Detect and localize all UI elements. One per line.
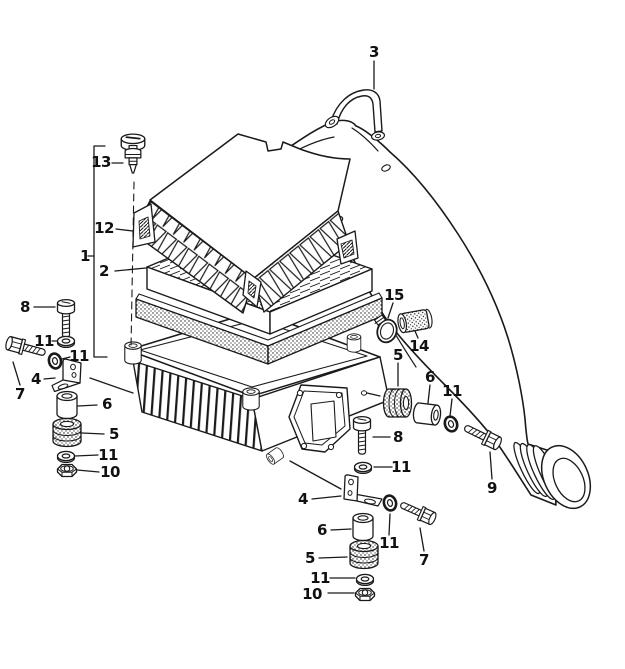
bolt-7-bottom xyxy=(397,497,439,527)
bolt-8-right xyxy=(352,415,372,455)
housing-bracket-plate xyxy=(288,384,351,453)
callout-4a: 4 xyxy=(31,370,41,388)
washer-11-left-b xyxy=(45,350,65,372)
callout-8a: 8 xyxy=(20,298,30,316)
callout-2: 2 xyxy=(99,262,109,280)
cover-right-bracket xyxy=(336,230,359,265)
callout-5c: 5 xyxy=(305,549,315,567)
hose-14 xyxy=(397,308,433,334)
mount-5-bottom xyxy=(349,539,379,570)
callout-5a: 5 xyxy=(109,425,119,443)
centerline-dashed xyxy=(130,181,135,349)
sleeve-6-right xyxy=(411,401,443,427)
washer-11-right xyxy=(441,413,461,435)
hose-clamp-15 xyxy=(374,314,398,344)
housing-corner-post xyxy=(242,387,260,411)
washer-11-bottom-b xyxy=(355,573,375,587)
housing-corner-post xyxy=(124,341,142,365)
bracket-4-bottom xyxy=(343,474,383,507)
callout-1: 1 xyxy=(80,247,90,265)
callout-6a: 6 xyxy=(102,395,112,413)
callout-11b: 11 xyxy=(69,347,89,365)
sleeve-6-bottom xyxy=(352,512,374,542)
callout-7b: 7 xyxy=(419,551,429,569)
washer-11-mid xyxy=(353,461,373,475)
callout-11a: 11 xyxy=(34,332,54,350)
callout-11e: 11 xyxy=(391,458,411,476)
callout-3: 3 xyxy=(369,43,379,61)
callout-11g: 11 xyxy=(310,569,330,587)
callout-4b: 4 xyxy=(298,490,308,508)
bracket-4-left xyxy=(51,358,82,393)
callout-11f: 11 xyxy=(379,534,399,552)
mount-5-left xyxy=(52,417,82,448)
washer-11-left xyxy=(56,335,76,349)
housing-mount-hole xyxy=(360,390,368,396)
callout-10b: 10 xyxy=(302,585,322,603)
cover-corner-bracket xyxy=(132,203,156,248)
callout-5b: 5 xyxy=(393,346,403,364)
callout-11c: 11 xyxy=(98,446,118,464)
callout-6c: 6 xyxy=(317,521,327,539)
valve xyxy=(120,133,146,174)
callout-7a: 7 xyxy=(15,385,25,403)
retaining-strap xyxy=(324,89,386,141)
sleeve-6-left xyxy=(56,390,78,420)
callout-10a: 10 xyxy=(100,463,120,481)
cover-front-bracket xyxy=(242,270,262,308)
bolt-8-left xyxy=(56,298,76,338)
duct-bellows-outlet xyxy=(513,441,592,510)
nut-10-bottom xyxy=(354,587,376,602)
callout-14: 14 xyxy=(409,337,429,355)
washer-11-left-c xyxy=(56,450,76,464)
mount-5-right xyxy=(382,388,413,418)
leader-lines xyxy=(12,60,493,594)
lower-housing xyxy=(124,310,390,466)
callout-11d: 11 xyxy=(442,382,462,400)
air-cleaner-cover xyxy=(132,133,359,314)
callout-8b: 8 xyxy=(393,428,403,446)
nut-10-left xyxy=(56,463,78,478)
washer-11-bottom-a xyxy=(380,492,400,514)
housing-stub-port xyxy=(346,333,362,353)
callout-9: 9 xyxy=(487,479,497,497)
assembly-bracket-line xyxy=(93,145,108,358)
callout-15: 15 xyxy=(384,286,404,304)
callout-13: 13 xyxy=(91,153,111,171)
callout-6b: 6 xyxy=(425,368,435,386)
callout-12: 12 xyxy=(94,219,114,237)
